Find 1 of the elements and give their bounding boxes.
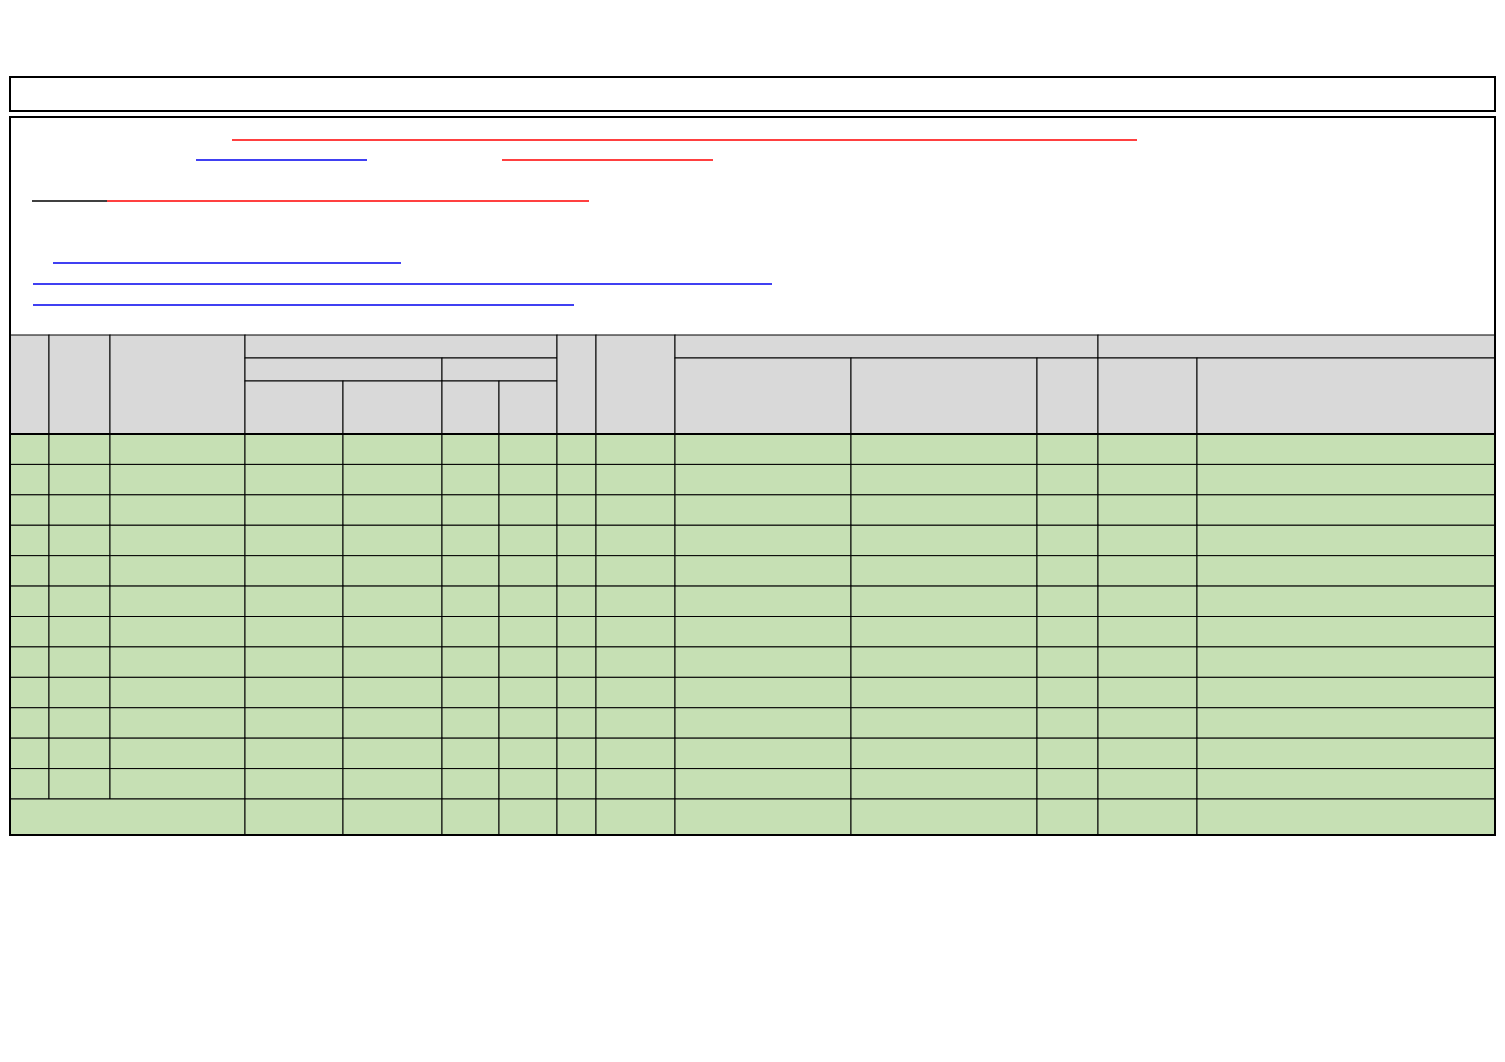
title-box <box>9 76 1496 112</box>
